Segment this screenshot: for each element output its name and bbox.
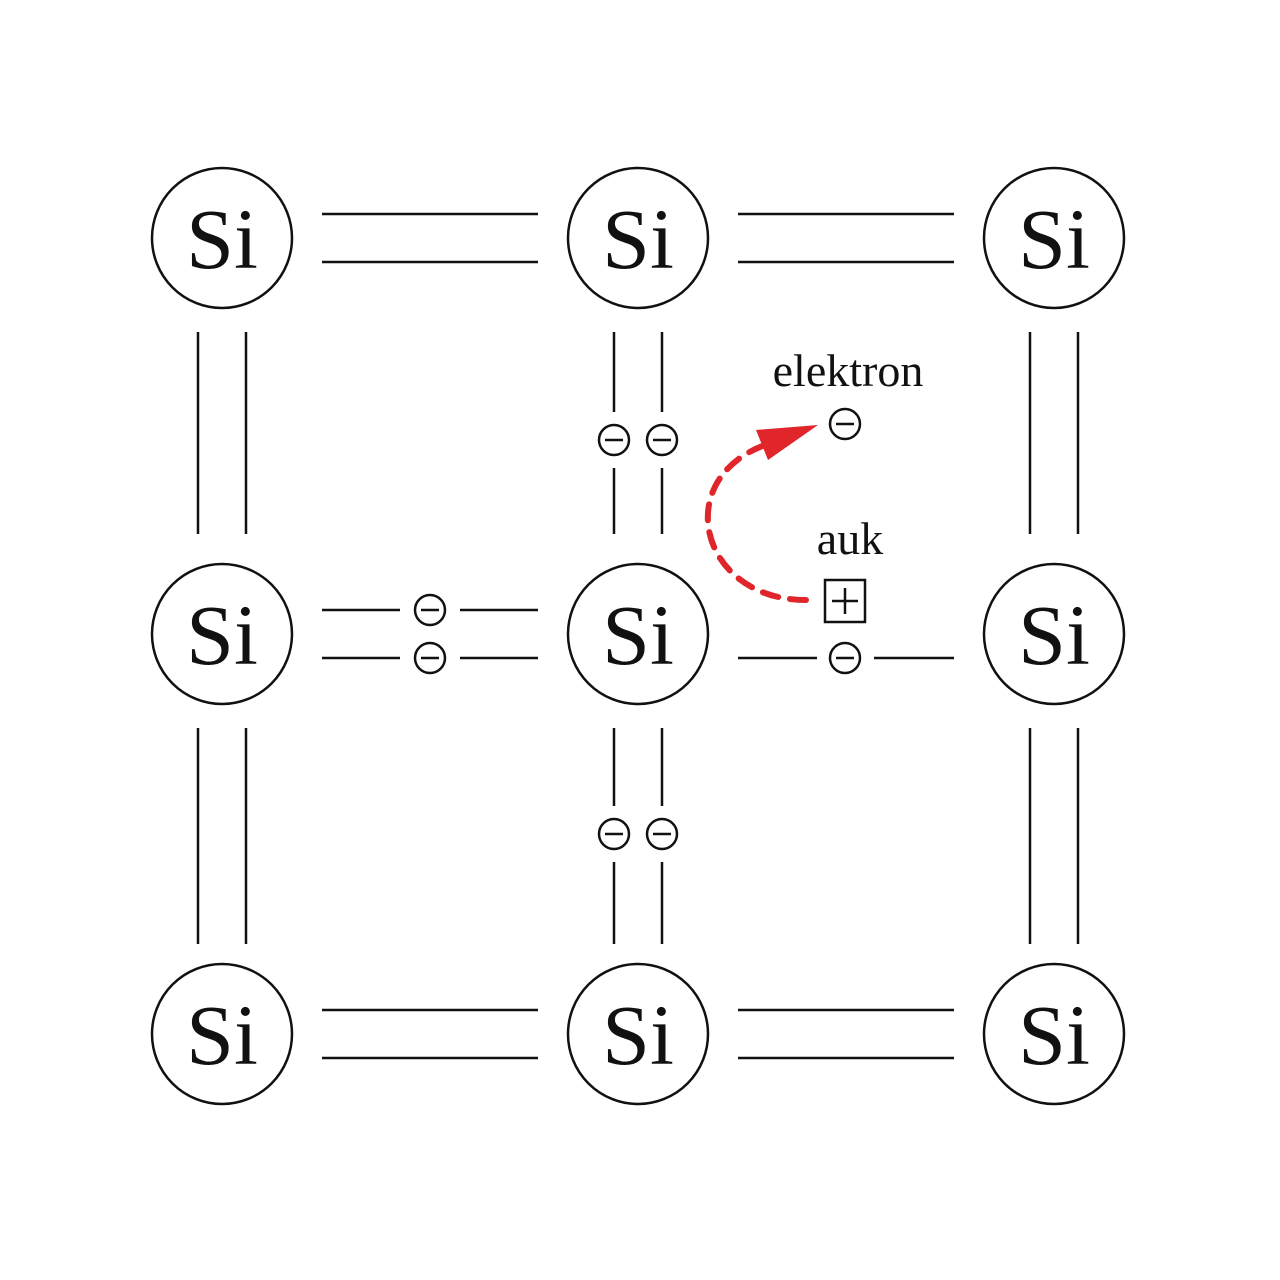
hole-icon (823, 578, 867, 624)
atom-label: Si (1018, 987, 1090, 1083)
silicon-atom: Si (566, 962, 710, 1106)
bonds (196, 212, 1080, 1060)
electron-icon (597, 817, 631, 851)
electron-icon (645, 817, 679, 851)
atom-label: Si (602, 587, 674, 683)
atom-label: Si (1018, 587, 1090, 683)
atom-label: Si (1018, 191, 1090, 287)
electron-icon (645, 423, 679, 457)
atom-label: Si (186, 587, 258, 683)
silicon-atom: Si (566, 166, 710, 310)
silicon-atom: Si (566, 562, 710, 706)
electrons (413, 407, 862, 851)
atom-label: Si (602, 191, 674, 287)
atom-label: Si (186, 987, 258, 1083)
silicon-atom: Si (982, 962, 1126, 1106)
atom-label: Si (602, 987, 674, 1083)
silicon-atom: Si (982, 562, 1126, 706)
atom-label: Si (186, 191, 258, 287)
silicon-atom: Si (150, 962, 294, 1106)
silicon-atom: Si (982, 166, 1126, 310)
electron-icon (828, 641, 862, 675)
free-electron-icon (828, 407, 862, 441)
electron-icon (413, 593, 447, 627)
silicon-atom: Si (150, 166, 294, 310)
electron-icon (597, 423, 631, 457)
hole-label: auk (817, 513, 883, 564)
electron-label: elektron (773, 345, 924, 396)
silicon-atom: Si (150, 562, 294, 706)
electron-icon (413, 641, 447, 675)
atoms: Si Si Si Si Si Si Si Si (150, 166, 1126, 1106)
transition-arrow-icon (704, 425, 818, 603)
